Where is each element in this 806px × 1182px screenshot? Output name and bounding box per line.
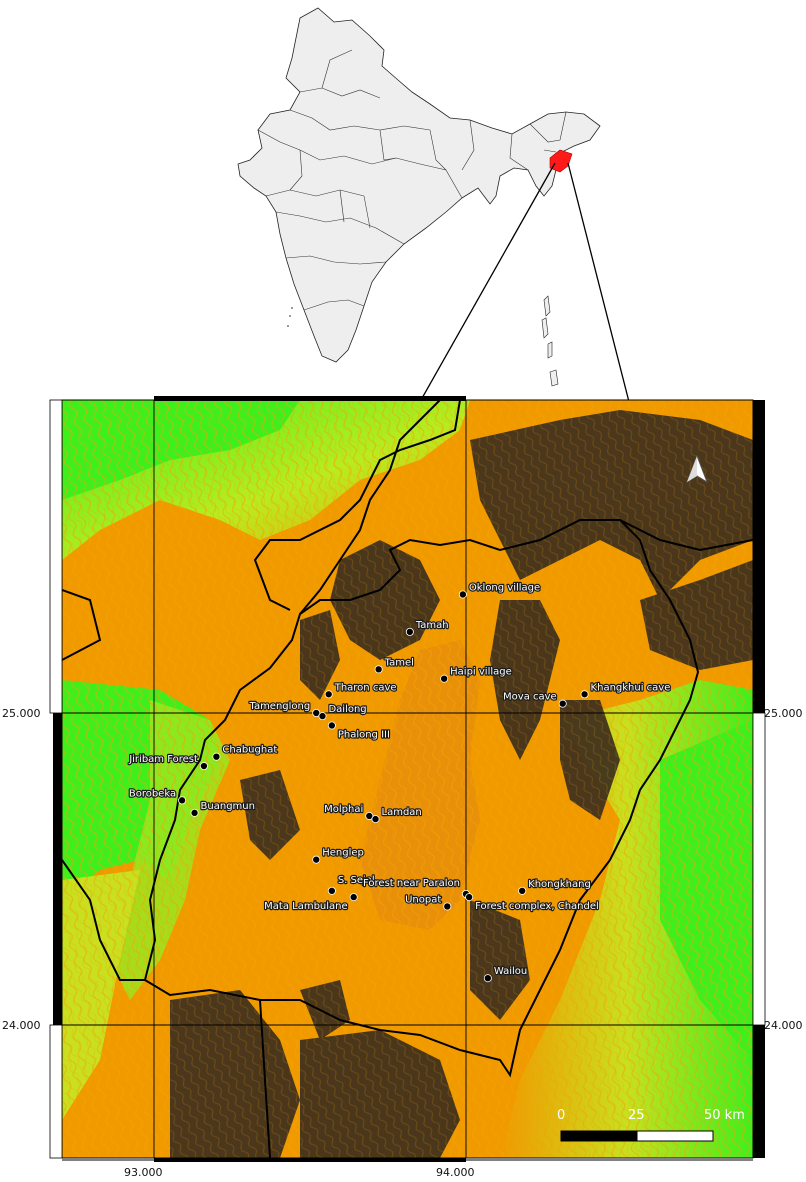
site-label-dailong: Dailong (328, 704, 366, 715)
coordinate-labels: 93.000 94.000 25.000 24.000 25.000 24.00… (2, 707, 803, 1179)
highlighted-state-manipur (549, 149, 573, 173)
site-label-borobeka: Borobeka (129, 788, 176, 799)
site-marker-tamel (374, 665, 383, 674)
lat-label-left-24: 24.000 (2, 1019, 41, 1032)
site-label-chabughat: Chabughat (222, 745, 277, 756)
site-marker-oklong-village (458, 590, 467, 599)
scale-tick-25: 25 (628, 1108, 645, 1123)
site-label-unopat: Unopat (405, 894, 441, 905)
scale-tick-0: 0 (557, 1108, 565, 1123)
site-label-haipi-village: Haipi village (450, 667, 512, 678)
site-marker-tamah (405, 627, 414, 636)
site-label-s-sejol: S. Sejol (338, 875, 375, 886)
site-marker-tharon-cave (324, 690, 333, 699)
graticule (62, 400, 753, 1158)
lon-label-94: 94.000 (436, 1166, 475, 1179)
site-marker-wailou (483, 974, 492, 983)
site-label-tharon-cave: Tharon cave (334, 682, 397, 693)
site-marker-khangkhui-cave (580, 690, 589, 699)
nagaland-boundary (299, 400, 441, 615)
site-label-tamah: Tamah (415, 620, 449, 631)
site-marker-buangmun (190, 808, 199, 817)
site-label-henglep: Henglep (322, 848, 364, 859)
lon-label-93: 93.000 (124, 1166, 163, 1179)
manipur-state-boundary (143, 519, 700, 1078)
site-marker-tamenglong (312, 709, 321, 718)
mizoram-boundary (62, 859, 145, 981)
assam-boundary (253, 400, 461, 611)
site-label-khongkhang: Khongkhang (528, 879, 591, 890)
site-marker-phalong-iii (327, 721, 336, 730)
site-label-jiribam-forest: Jiribam Forest (128, 754, 198, 765)
site-label-tamel: Tamel (384, 657, 414, 668)
site-label-phalong-iii: Phalong III (338, 729, 390, 740)
site-marker-haipi-village (440, 674, 449, 683)
site-label-molphai: Molphai (324, 804, 363, 815)
site-label-mova-cave: Mova cave (503, 692, 557, 703)
map-frame (49, 396, 766, 1162)
site-marker-molphai (365, 811, 374, 820)
lat-label-right-24: 24.000 (764, 1019, 803, 1032)
site-marker-dailong (318, 712, 327, 721)
site-marker-mova-cave (558, 699, 567, 708)
site-marker-borobeka (178, 796, 187, 805)
site-label-buangmun: Buangmun (201, 801, 255, 812)
site-marker-unopat (443, 902, 452, 911)
india-outline (237, 7, 601, 363)
site-marker-henglep (312, 855, 321, 864)
boundary-lines (62, 400, 753, 1158)
site-marker-lamdan (371, 815, 380, 824)
site-marker-forest-complex-chandel (465, 893, 474, 902)
site-label-khangkhui-cave: Khangkhui cave (591, 682, 671, 693)
site-marker-khongkhang (518, 886, 527, 895)
north-arrow-icon (686, 454, 708, 484)
site-marker-mata-lambulane (349, 893, 358, 902)
india-inset-map (237, 7, 601, 387)
site-label-wailou: Wailou (494, 966, 527, 977)
site-marker-s-sejol (327, 886, 336, 895)
scale-tick-50: 50 km (704, 1108, 745, 1123)
site-label-lamdan: Lamdan (382, 807, 422, 818)
site-label-forest-complex-chandel: Forest complex, Chandel (475, 901, 599, 912)
site-marker-chabughat (212, 752, 221, 761)
site-label-tamenglong: Tamenglong (248, 701, 310, 712)
site-label-oklong-village: Oklong village (469, 582, 540, 593)
lat-label-right-25: 25.000 (764, 707, 803, 720)
site-label-mata-lambulane: Mata Lambulane (264, 901, 348, 912)
myanmar-border (619, 519, 753, 552)
site-label-forest-near-paralon: Forest near Paralon (363, 878, 460, 889)
scale-bar: 0 25 50 km (557, 1108, 745, 1142)
site-marker-jiribam-forest (199, 762, 208, 771)
lat-label-left-25: 25.000 (2, 707, 41, 720)
